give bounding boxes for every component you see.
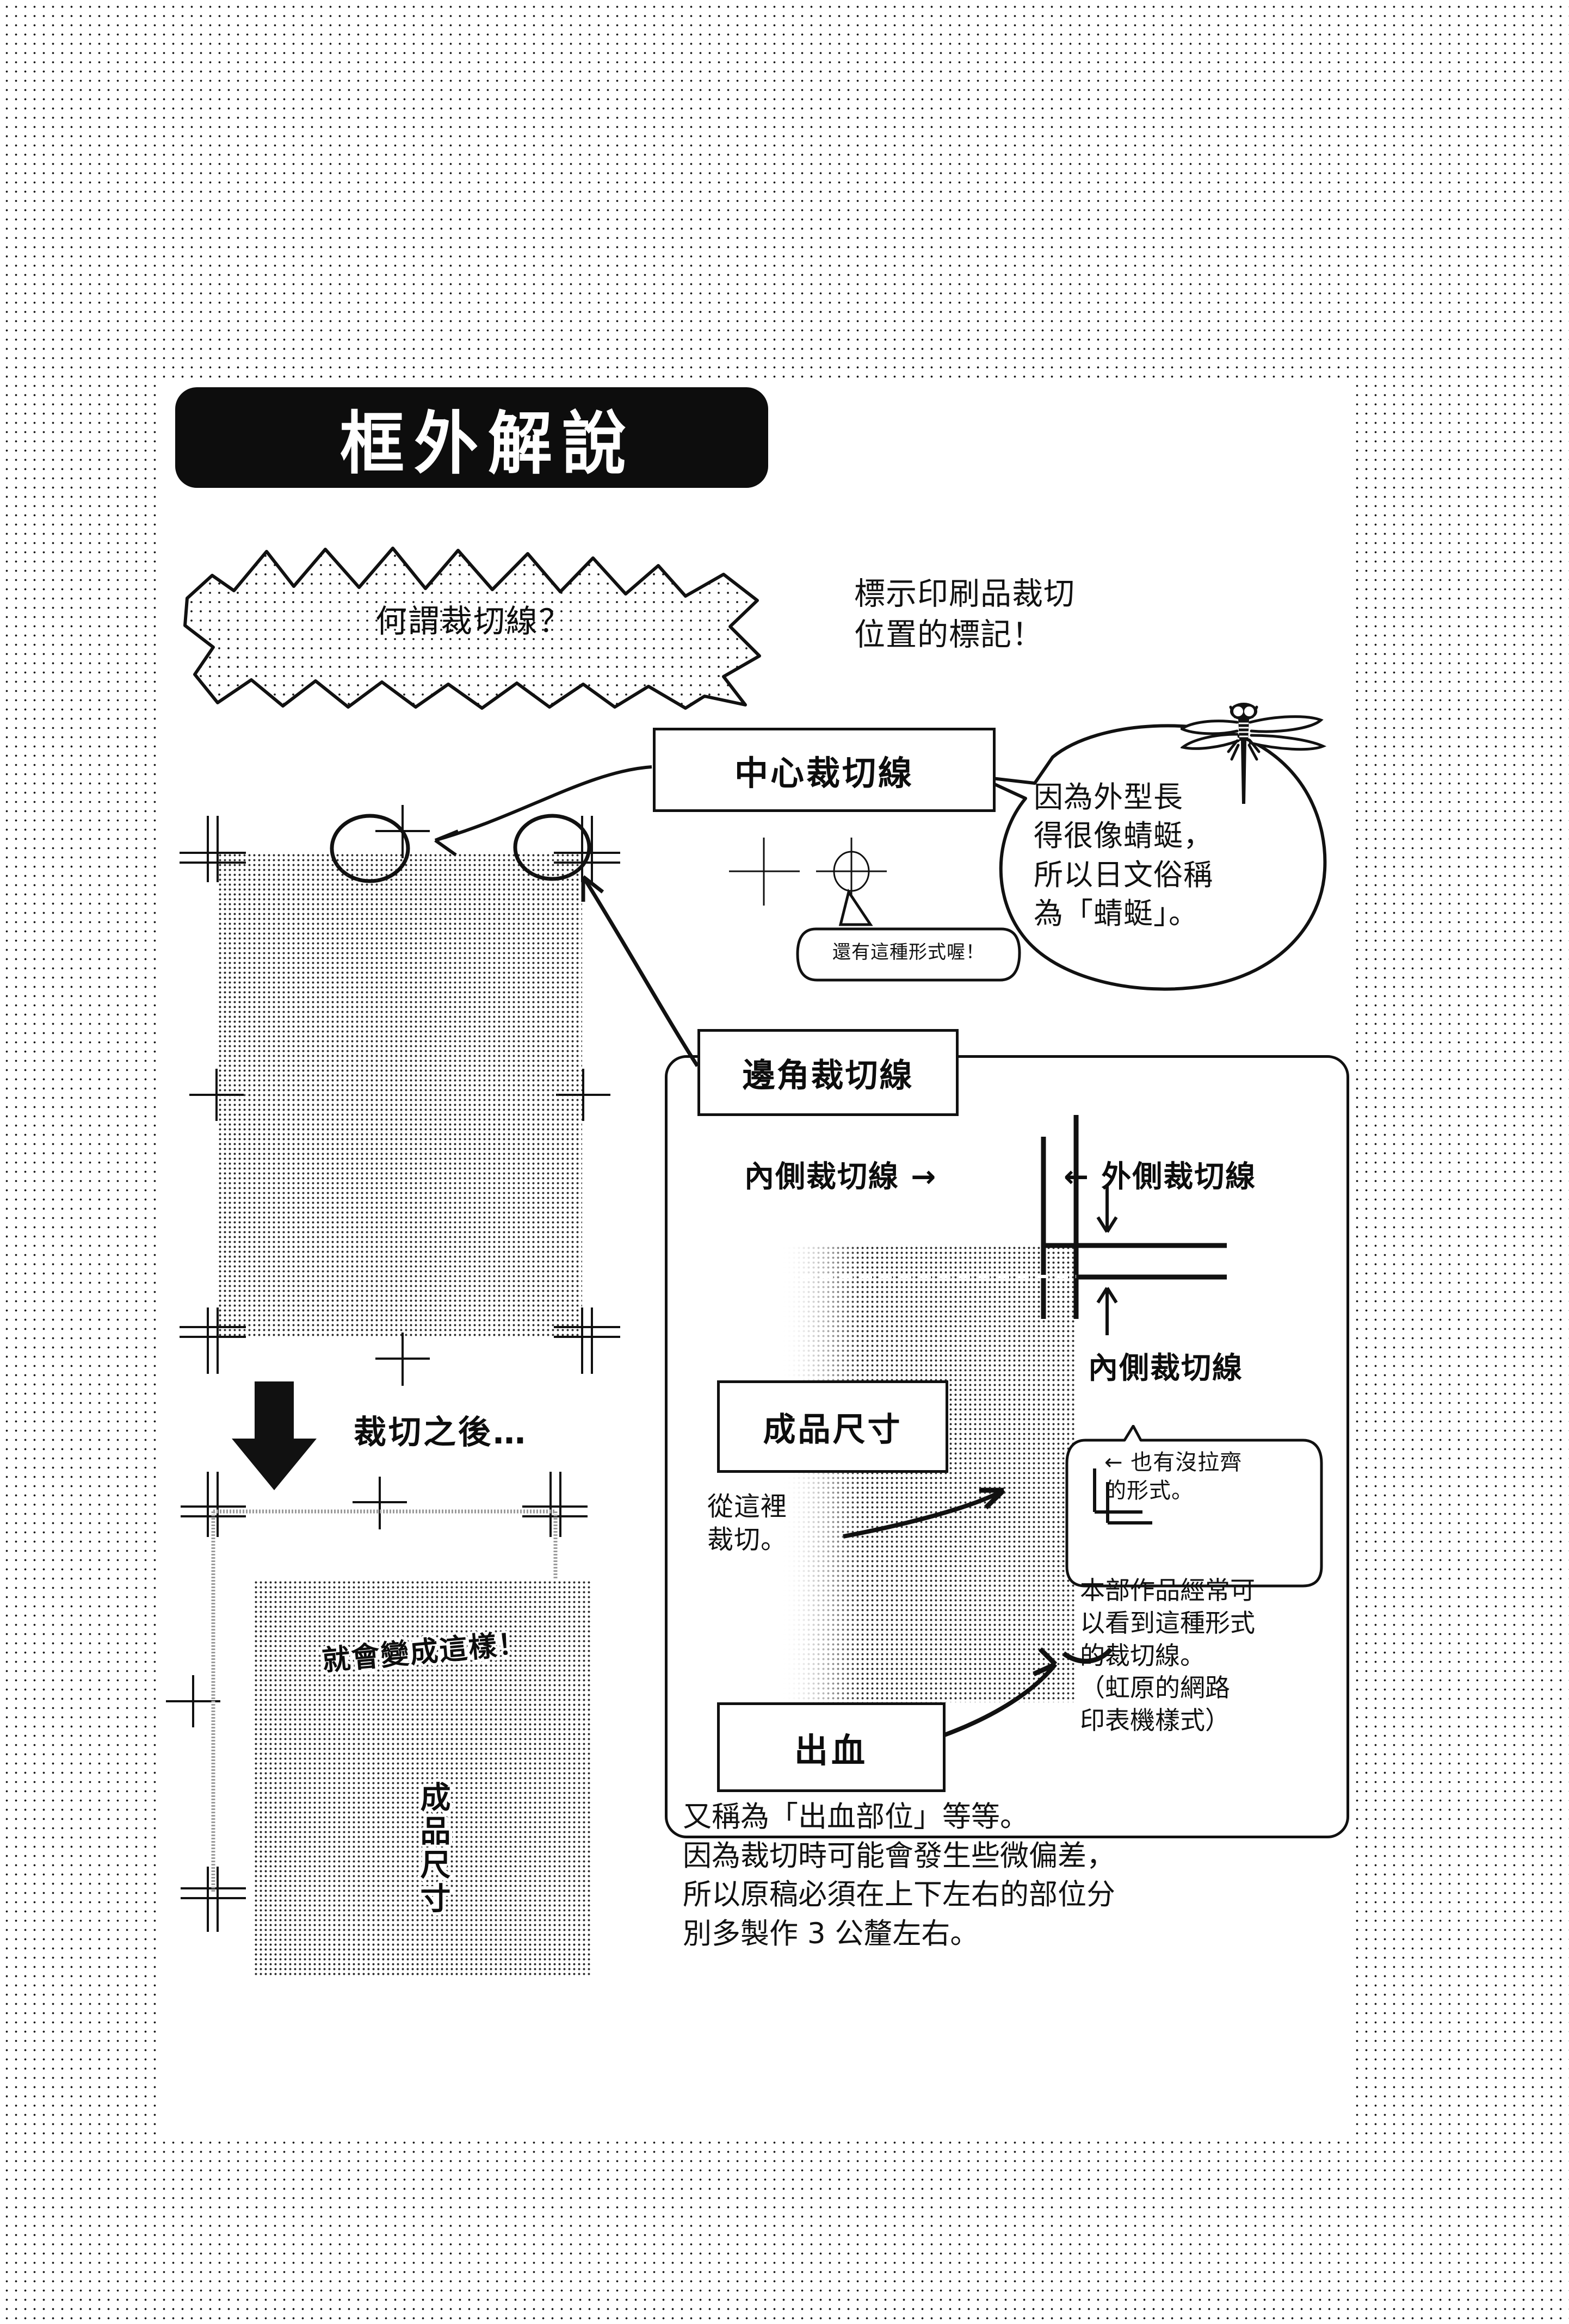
headline-note: 標示印刷品裁切 位置的標記！ xyxy=(854,574,1191,655)
label-finish-size: 成品尺寸 xyxy=(717,1380,948,1473)
headline-note-line2: 位置的標記！ xyxy=(854,617,1043,653)
label-outer-mark-right: ← 外側裁切線 xyxy=(1064,1159,1257,1194)
unaligned-line1: ← 也有沒拉齊 xyxy=(1104,1450,1243,1475)
cut-from-here-caption: 從這裡 裁切。 xyxy=(707,1490,787,1557)
unaligned-variant-bubble xyxy=(1064,1424,1325,1588)
panel-note-line1: 本部作品經常可 xyxy=(1080,1576,1255,1605)
panel-note-line4: （虹原的網路 xyxy=(1080,1673,1230,1703)
panel-note-line2: 以看到這種形式 xyxy=(1080,1608,1255,1638)
page-title: 框外解說 xyxy=(339,404,636,484)
dragonfly-icon xyxy=(1178,695,1344,820)
panel-gray-fade xyxy=(782,1245,863,1702)
dragonfly-bubble-text: 因為外型長 得很像蜻蜓， 所以日文俗稱 為「蜻蜓」。 xyxy=(1034,778,1289,933)
question-bubble-text: 何謂裁切線？ xyxy=(375,603,571,640)
label-inner-mark-right: 內側裁切線 xyxy=(1088,1350,1244,1385)
label-bleed: 出血 xyxy=(717,1702,946,1792)
label-center-crop-mark-text: 中心裁切線 xyxy=(734,753,914,793)
unaligned-line2: 的形式。 xyxy=(1104,1478,1194,1503)
bleed-description: 又稱為「出血部位」等等。 因為裁切時可能會發生些微偏差， 所以原稿必須在上下左右… xyxy=(683,1798,1325,1953)
label-center-crop-mark: 中心裁切線 xyxy=(653,728,996,812)
cut-from-here-line2: 裁切。 xyxy=(707,1524,788,1555)
label-bleed-text: 出血 xyxy=(794,1730,868,1770)
question-bubble xyxy=(180,544,767,712)
label-corner-crop-mark: 邊角裁切線 xyxy=(697,1029,959,1116)
panel-note-line3: 的裁切線。 xyxy=(1080,1640,1205,1670)
unaligned-variant-text: ← 也有沒拉齊 的形式。 xyxy=(1104,1448,1300,1505)
label-corner-crop-mark-text: 邊角裁切線 xyxy=(742,1056,914,1095)
variant-mark-bubble xyxy=(794,925,1023,984)
dragonfly-line4: 為「蜻蜓」。 xyxy=(1034,896,1199,931)
bleed-line1: 又稱為「出血部位」等等。 xyxy=(683,1800,1029,1833)
result-vertical-label: 成品尺寸 xyxy=(415,1781,450,1916)
cut-from-here-line1: 從這裡 xyxy=(707,1491,788,1522)
dragonfly-line2: 得很像蜻蜓， xyxy=(1034,819,1213,853)
bleed-line3: 所以原稿必須在上下左右的部位分 xyxy=(683,1878,1115,1912)
bleed-line4: 別多製作 3 公釐左右。 xyxy=(683,1917,979,1950)
label-inner-mark-left: 內側裁切線 → xyxy=(744,1159,937,1194)
result-gray-block xyxy=(254,1580,591,1977)
panel-note: 本部作品經常可 以看到這種形式 的裁切線。 （虹原的網路 印表機樣式） xyxy=(1080,1575,1314,1737)
bleed-line2: 因為裁切時可能會發生些微偏差， xyxy=(683,1839,1115,1873)
panel-note-line5: 印表機樣式） xyxy=(1080,1706,1230,1736)
headline-note-line1: 標示印刷品裁切 xyxy=(854,576,1075,612)
after-cut-label: 裁切之後… xyxy=(354,1414,528,1452)
label-finish-size-text: 成品尺寸 xyxy=(763,1410,903,1449)
dragonfly-line1: 因為外型長 xyxy=(1034,780,1183,814)
variant-mark-bubble-text: 還有這種形式喔！ xyxy=(832,941,985,963)
page-title-plate: 框外解說 xyxy=(175,387,768,488)
artwork-gray-block xyxy=(218,853,582,1337)
dragonfly-line3: 所以日文俗稱 xyxy=(1034,857,1213,892)
